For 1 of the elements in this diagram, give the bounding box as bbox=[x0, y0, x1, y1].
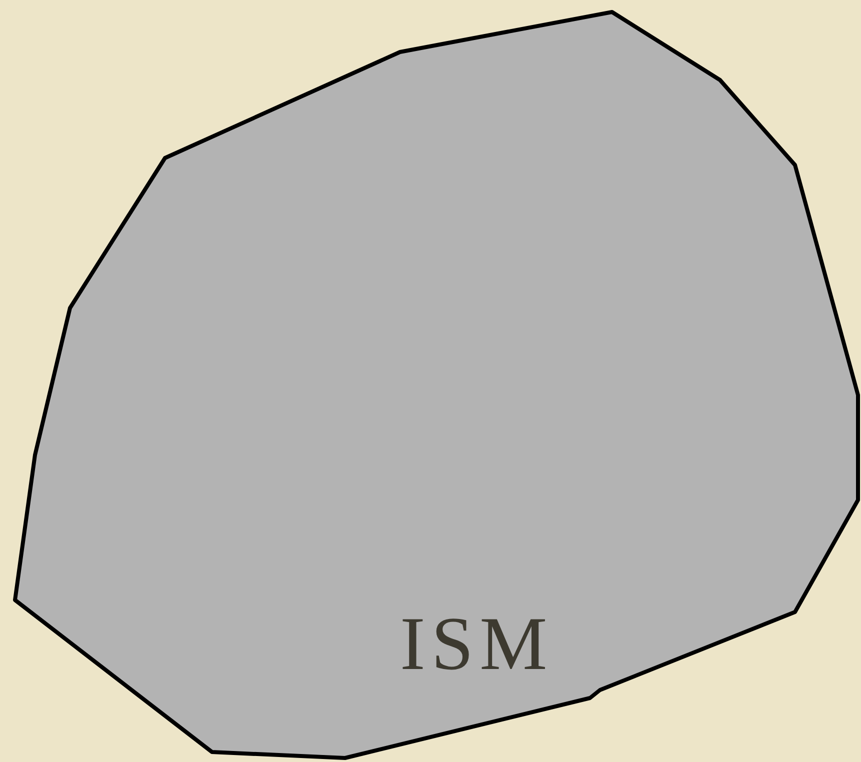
region-label: ISM bbox=[400, 606, 554, 682]
